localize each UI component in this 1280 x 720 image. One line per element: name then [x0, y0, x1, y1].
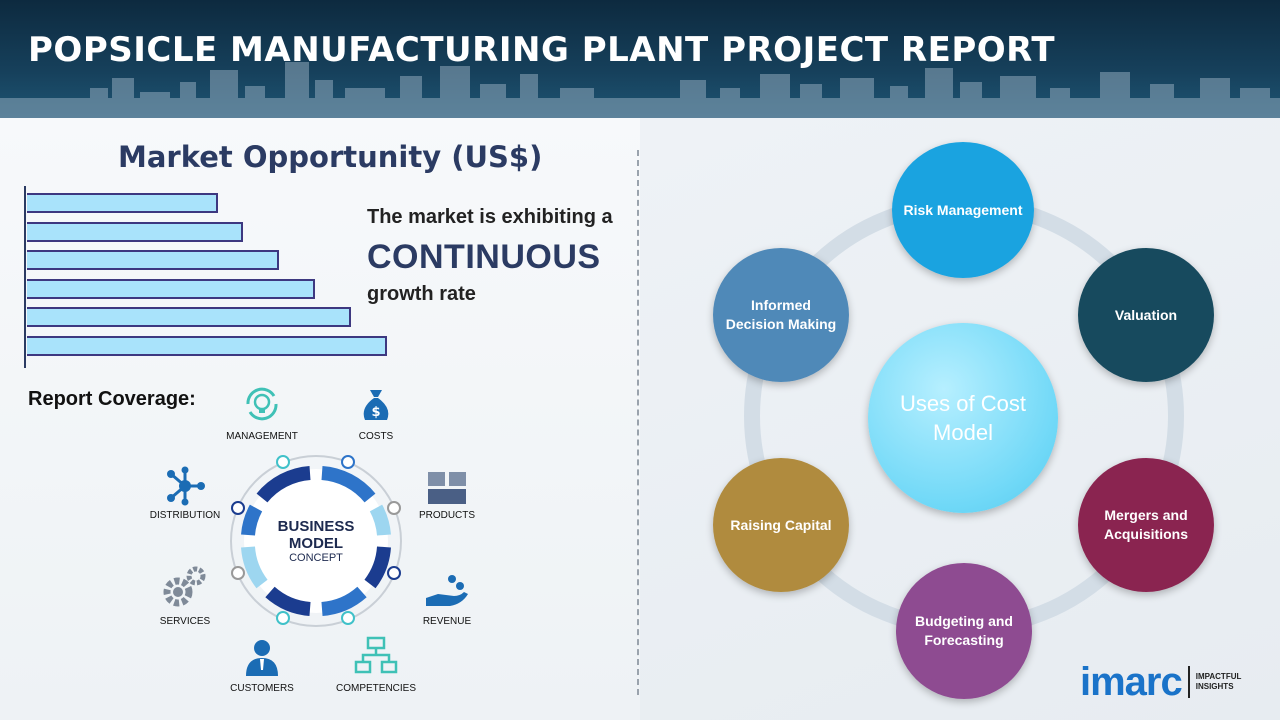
coverage-label-customers: CUSTOMERS [230, 683, 294, 694]
coverage-label-products: PRODUCTS [418, 510, 476, 521]
coverage-label-management: MANAGEMENT [226, 431, 298, 442]
node-risk-management: Risk Management [892, 142, 1034, 278]
coverage-label-distribution: DISTRIBUTION [149, 510, 221, 521]
imarc-logo: imarc IMPACTFUL INSIGHTS [1080, 662, 1241, 702]
market-bar [27, 307, 351, 328]
market-opportunity-title: Market Opportunity (US$) [118, 140, 543, 174]
svg-text:$: $ [371, 405, 380, 420]
node-risk-management-label: Risk Management [903, 201, 1023, 218]
node-raising-capital-label: Raising Capital [730, 516, 832, 533]
business-model-word3: CONCEPT [289, 552, 343, 564]
node-informed-decision-making-label: Informed Decision Making [725, 297, 837, 332]
header-banner: POPSICLE MANUFACTURING PLANT PROJECT REP… [0, 0, 1280, 118]
panel-divider [637, 150, 639, 695]
business-model-word2: MODEL [288, 535, 344, 552]
node-informed-decision-making: Informed Decision Making [713, 248, 849, 382]
city-skyline-graphic [0, 62, 1280, 118]
market-bar [27, 250, 279, 271]
coverage-label-competencies: COMPETENCIES [335, 683, 417, 694]
logo-tagline-1: IMPACTFUL [1195, 672, 1242, 681]
logo-brand: imarc [1080, 660, 1183, 704]
node-mergers-acquisitions-label: Mergers and Acquisitions [1103, 507, 1188, 542]
report-coverage-title: Report Coverage: [28, 388, 196, 410]
network-icon [167, 466, 205, 506]
money-bag-icon: $ [363, 390, 389, 420]
boxes-icon [428, 472, 466, 504]
lightbulb-icon [246, 387, 278, 421]
logo-tagline-2: INSIGHTS [1195, 682, 1234, 691]
bar-chart-axis [24, 186, 26, 368]
hierarchy-icon [354, 636, 398, 674]
logo-separator [1187, 666, 1190, 698]
gears-icon [163, 566, 206, 607]
market-text-highlight: CONTINUOUS [367, 238, 601, 276]
business-model-ring [230, 455, 402, 627]
node-budgeting-forecasting-label: Budgeting and Forecasting [915, 613, 1013, 648]
left-panel [0, 118, 640, 720]
node-valuation: Valuation [1078, 248, 1214, 382]
node-raising-capital: Raising Capital [713, 458, 849, 592]
uses-center-label: Uses of Cost Model [900, 391, 1026, 445]
market-text-line3: growth rate [367, 283, 476, 305]
uses-center-circle: Uses of Cost Model [868, 323, 1058, 513]
person-icon [246, 640, 278, 676]
coverage-label-revenue: REVENUE [422, 616, 472, 627]
coverage-label-services: SERVICES [159, 616, 211, 627]
market-bar [27, 336, 387, 356]
hand-coins-icon [426, 575, 468, 606]
business-model-center: BUSINESS MODEL CONCEPT [236, 518, 396, 564]
market-text-line1: The market is exhibiting a [367, 206, 613, 228]
coverage-label-costs: COSTS [358, 431, 394, 442]
node-budgeting-forecasting: Budgeting and Forecasting [896, 563, 1032, 699]
market-bar [27, 193, 218, 213]
business-model-word1: BUSINESS [277, 518, 355, 535]
market-bar [27, 221, 243, 242]
node-mergers-acquisitions: Mergers and Acquisitions [1078, 458, 1214, 592]
market-bar [27, 278, 315, 299]
node-valuation-label: Valuation [1114, 306, 1178, 323]
page-title: POPSICLE MANUFACTURING PLANT PROJECT REP… [28, 30, 1056, 70]
